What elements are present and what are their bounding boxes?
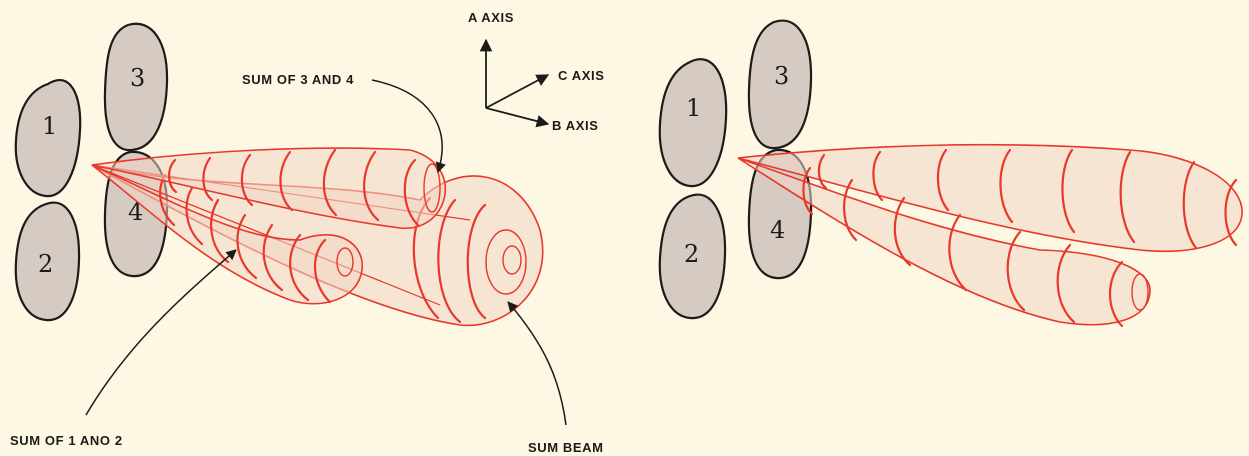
sum-beam-leader: [508, 302, 566, 425]
left-feed-3: 3: [105, 24, 167, 150]
sum-beam-label: SUM BEAM: [528, 440, 604, 455]
c-axis-label: C AXIS: [558, 68, 604, 83]
right-feed-1: 1: [660, 59, 726, 186]
right-feed-2: 2: [660, 195, 725, 319]
a-axis-label: A AXIS: [468, 10, 514, 25]
c-axis-arrow: [486, 75, 548, 108]
sum-3-4-label: SUM OF 3 AND 4: [242, 72, 354, 87]
left-feed-2-label: 2: [38, 250, 53, 278]
sum-1-2-leader: [86, 250, 236, 415]
axis-triad: A AXIS C AXIS B AXIS: [468, 10, 604, 133]
right-feed-1-label: 1: [686, 94, 701, 122]
right-panel: 1 2 3 4: [660, 21, 1242, 326]
right-feed-2-label: 2: [684, 240, 699, 268]
left-feed-1: 1: [16, 80, 80, 196]
right-feed-3: 3: [749, 21, 811, 149]
b-axis-label: B AXIS: [552, 118, 598, 133]
right-feed-4-label: 4: [770, 216, 785, 244]
left-panel: 1 2 3 4: [10, 10, 604, 455]
sum-1-2-label: SUM OF 1 ANO 2: [10, 433, 123, 448]
b-axis-arrow: [486, 108, 548, 124]
right-feed-3-label: 3: [774, 62, 789, 90]
left-feed-3-label: 3: [130, 64, 145, 92]
left-feed-1-label: 1: [42, 112, 57, 140]
left-feed-2: 2: [16, 203, 79, 321]
